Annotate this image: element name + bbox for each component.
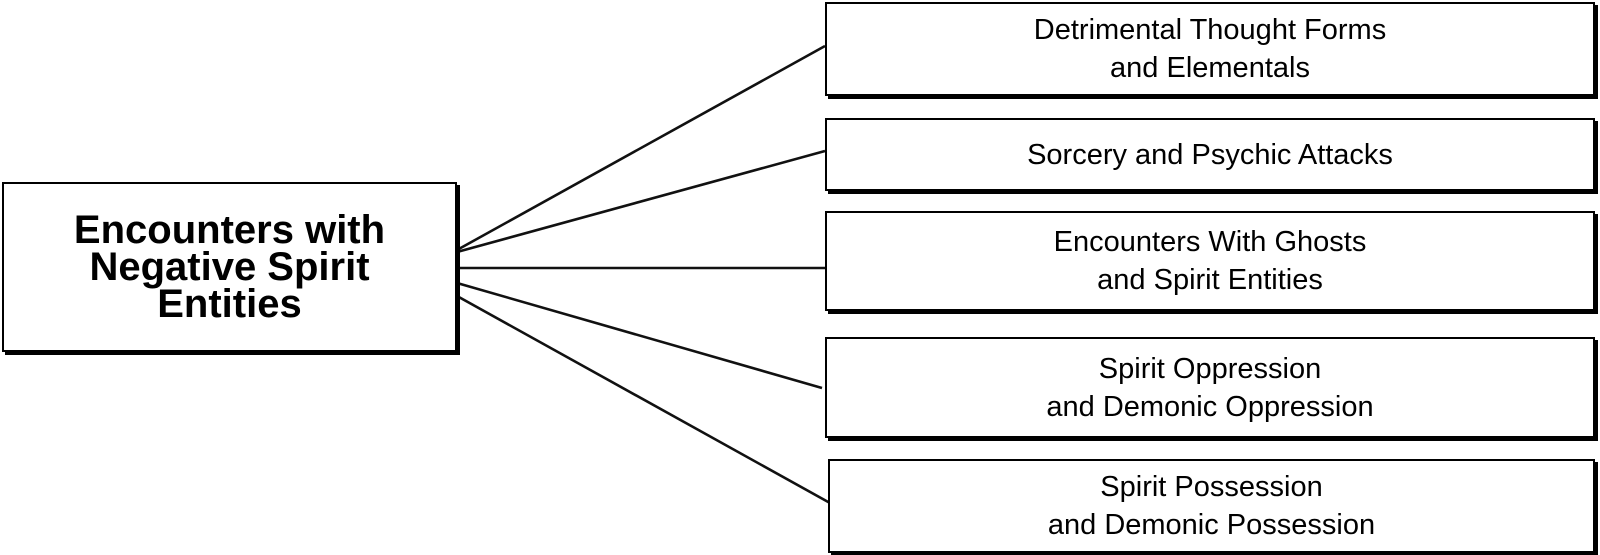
node-sorcery-label: Sorcery and Psychic Attacks — [1027, 138, 1393, 171]
node-oppression-label-line-1: Spirit Oppression — [1098, 352, 1322, 385]
node-possession-label-line-2: and Demonic Possession — [1047, 509, 1376, 541]
node-possession-box: Spirit Possession and Demonic Possession — [828, 459, 1595, 553]
node-thought-forms-label-line-2: and Elementals — [1110, 52, 1310, 84]
node-thought-forms-box: Detrimental Thought Forms and Elementals — [825, 2, 1595, 96]
root-node-label-line-2: Negative Spirit — [89, 244, 370, 289]
node-ghosts-box: Encounters With Ghosts and Spirit Entiti… — [825, 211, 1595, 311]
node-possession-label-line-1: Spirit Possession — [1100, 471, 1323, 503]
root-node-box: Encounters with Negative Spirit Entities — [2, 182, 457, 352]
root-node-label-line-1: Encounters with — [73, 207, 386, 252]
node-ghosts-label-line-2: and Spirit Entities — [1097, 264, 1323, 296]
node-sorcery-box: Sorcery and Psychic Attacks — [825, 118, 1595, 191]
node-oppression-label-line-2: and Demonic Oppression — [1046, 390, 1374, 423]
node-oppression-box: Spirit Oppression and Demonic Oppression — [825, 337, 1595, 438]
node-ghosts-label-line-1: Encounters With Ghosts — [1053, 226, 1367, 258]
connector-line-thought-forms — [456, 44, 826, 252]
connector-line-sorcery — [456, 149, 826, 254]
node-thought-forms-label-line-1: Detrimental Thought Forms — [1033, 14, 1387, 46]
connector-line-oppression — [456, 281, 823, 390]
connector-line-possession — [456, 294, 831, 505]
root-node-label-line-3: Entities — [157, 281, 302, 326]
